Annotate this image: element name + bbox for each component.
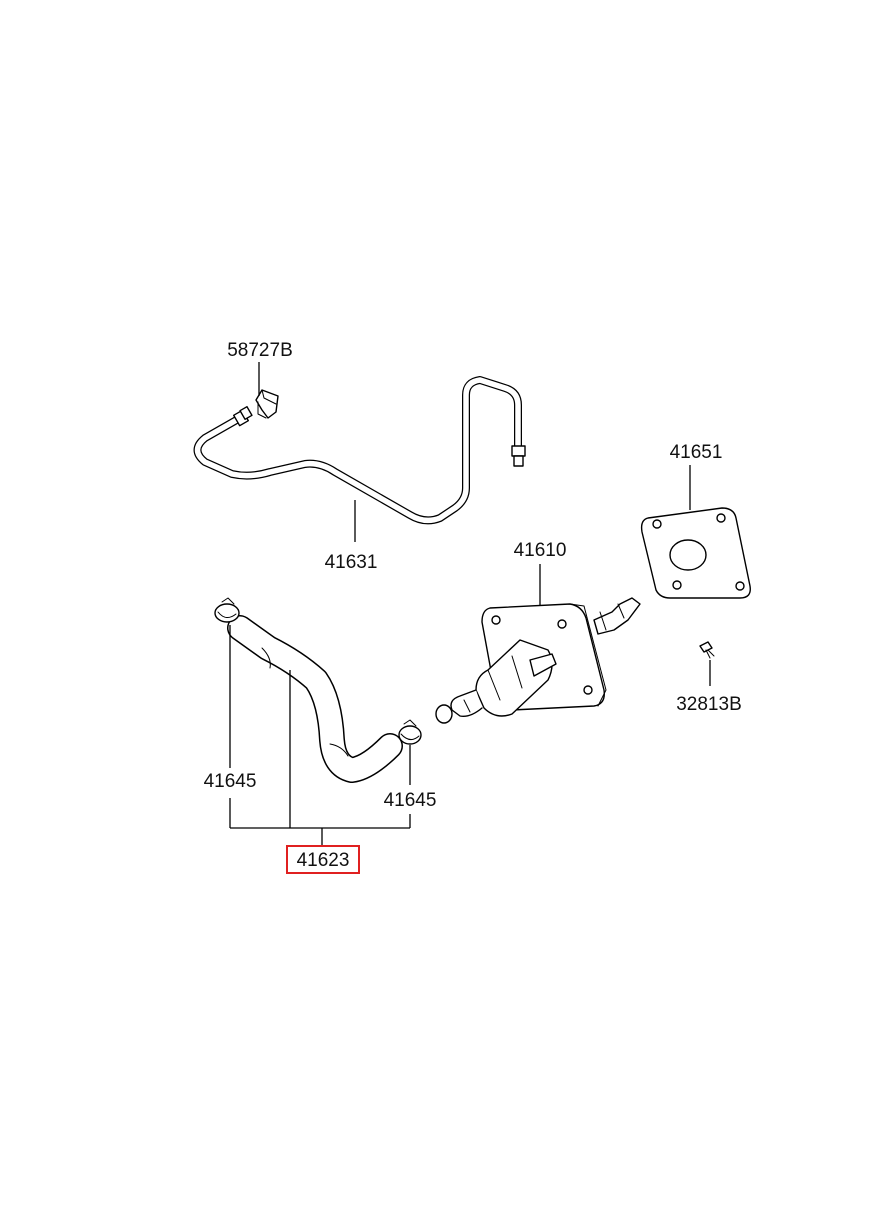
callout-41631[interactable]: 41631 [325,552,378,573]
callout-41645-left[interactable]: 41645 [204,771,257,792]
master-cylinder-drawing [435,597,641,724]
hose-clamp-left-drawing [214,597,240,623]
highlight-box [286,845,360,874]
bolt-drawing [699,641,715,659]
callout-41610[interactable]: 41610 [514,540,567,561]
callout-41623-highlighted[interactable]: 41623 [297,850,350,871]
callout-58727B[interactable]: 58727B [227,340,293,361]
callout-41645-right[interactable]: 41645 [384,790,437,811]
clutch-hose-drawing [227,615,403,783]
gasket-plate-drawing [640,507,751,599]
callout-32813B[interactable]: 32813B [676,694,742,715]
callout-41651[interactable]: 41651 [670,442,723,463]
leader-lines [229,362,711,846]
pipe-clip-drawing [255,389,279,419]
hose-clamp-right-drawing [398,719,422,745]
clutch-pipe-drawing [193,376,526,525]
